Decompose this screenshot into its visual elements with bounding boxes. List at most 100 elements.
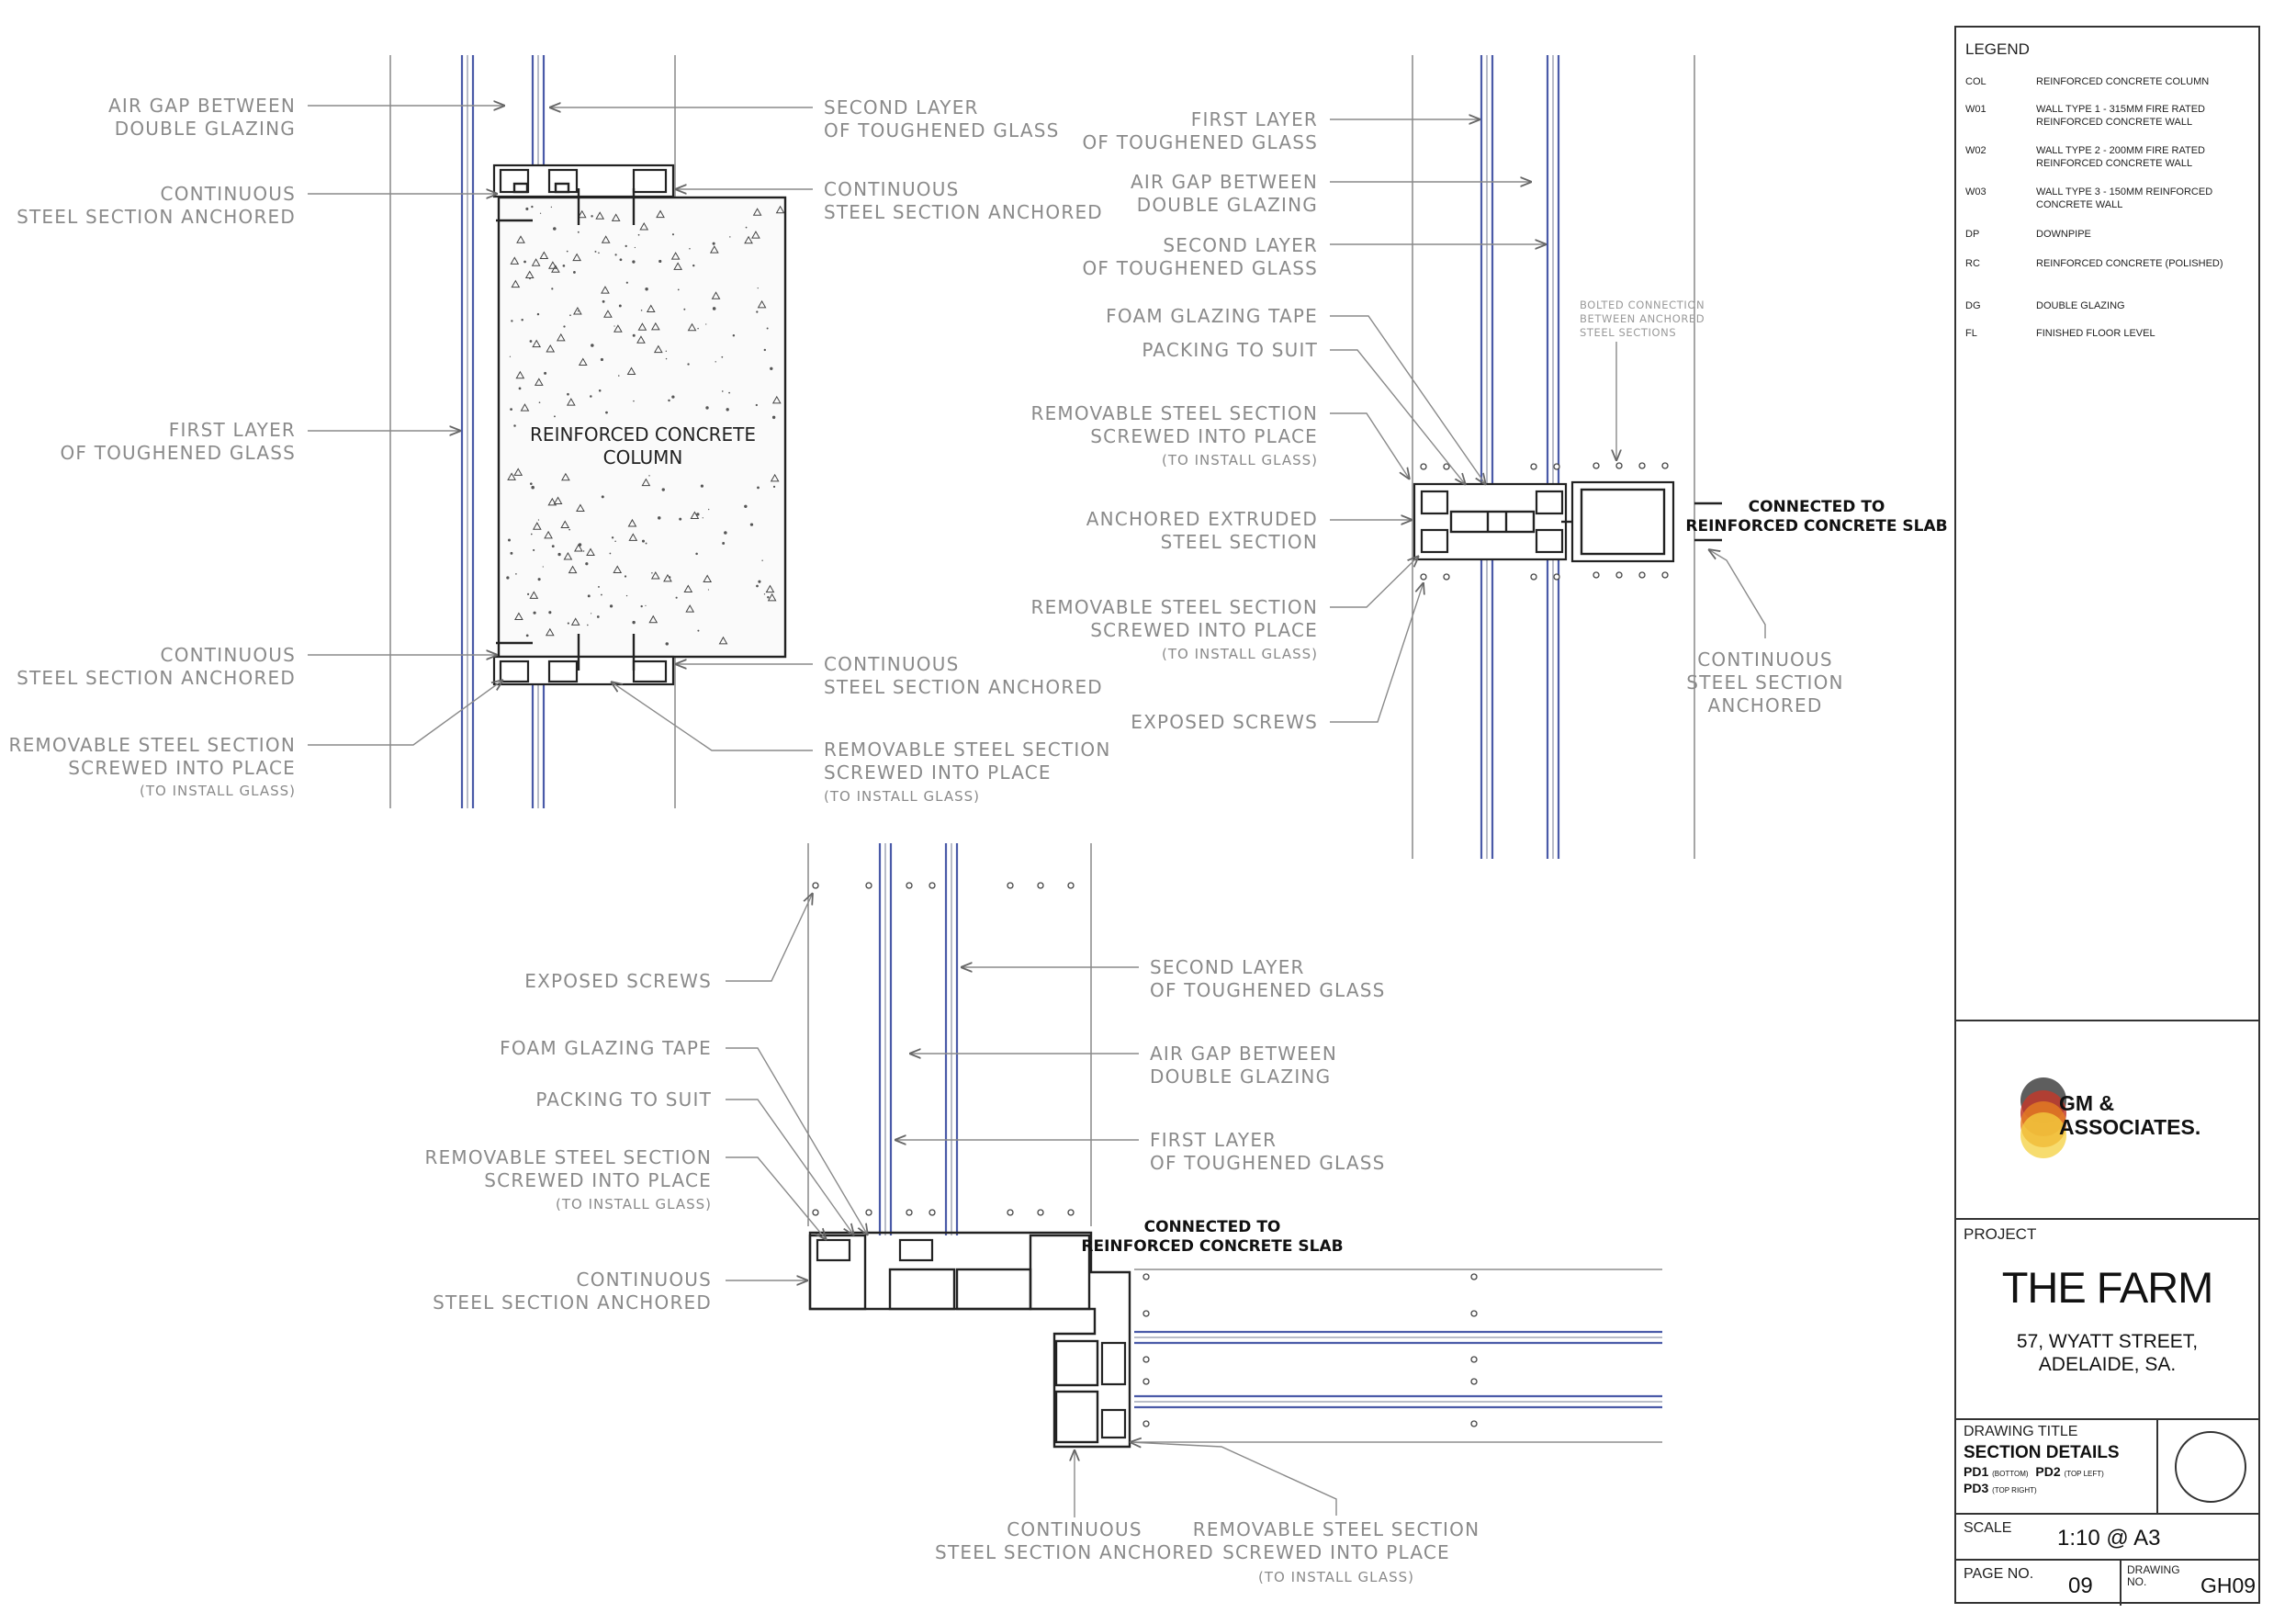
label-connected-2: REINFORCED CONCRETE SLAB [1081, 1237, 1343, 1256]
label-cont-right-top-1: CONTINUOUS [824, 178, 959, 200]
label-removable-bot-3: (TO INSTALL GLASS) [1162, 646, 1318, 662]
label-removable-bot-1: REMOVABLE STEEL SECTION [1193, 1518, 1480, 1540]
drawing-pd-line-1: PD1 (BOTTOM) PD2 (TOP LEFT) [1964, 1464, 2104, 1479]
label-anchored-1: ANCHORED EXTRUDED [1086, 508, 1318, 530]
label-removable-top-1: REMOVABLE STEEL SECTION [1030, 402, 1318, 424]
legend-code: DG [1965, 300, 1981, 311]
label-column-2: COLUMN [603, 446, 683, 468]
drawing-no-label-1: DRAWING [2127, 1563, 2180, 1576]
logo-wordmark: GM & ASSOCIATES. [2059, 1091, 2200, 1139]
label-removable-top-2: SCREWED INTO PLACE [1090, 425, 1318, 447]
legend-code: W03 [1965, 186, 1986, 197]
label-foam: FOAM GLAZING TAPE [500, 1037, 712, 1059]
label-removable-top-3: (TO INSTALL GLASS) [1162, 452, 1318, 468]
label-removable-left-1: REMOVABLE STEEL SECTION [8, 734, 296, 756]
label-packing: PACKING TO SUIT [535, 1088, 712, 1111]
label-air-gap-2: DOUBLE GLAZING [1150, 1066, 1331, 1088]
pd3-code: PD3 [1964, 1481, 1989, 1495]
page-no-label: PAGE NO. [1964, 1566, 2034, 1582]
label-removable-left-1: REMOVABLE STEEL SECTION [424, 1146, 712, 1168]
label-connected-1: CONNECTED TO [1144, 1218, 1281, 1236]
pd2-code: PD2 [2035, 1464, 2061, 1479]
label-air-gap-1: AIR GAP BETWEEN [108, 95, 296, 117]
label-removable-bot-1: REMOVABLE STEEL SECTION [1030, 596, 1318, 618]
legend-description: REINFORCED CONCRETE COLUMN [2036, 76, 2210, 87]
label-removable-bot-3: (TO INSTALL GLASS) [1258, 1569, 1414, 1585]
mullion-steel-section [1412, 480, 1675, 563]
label-continuous-1: CONTINUOUS [1697, 648, 1832, 671]
glazing-lines [1480, 55, 1560, 859]
label-first-layer-1: FIRST LAYER [1150, 1129, 1277, 1151]
legend-description: WALL TYPE 2 - 200MM FIRE RATED REINFORCE… [2036, 145, 2205, 169]
label-removable-left-3: (TO INSTALL GLASS) [556, 1196, 712, 1212]
label-cont-left-bot-1: CONTINUOUS [161, 644, 296, 666]
logo-line-2: ASSOCIATES. [2059, 1115, 2201, 1139]
project-section: PROJECT THE FARM 57, WYATT STREET, ADELA… [1956, 1218, 2258, 1418]
exposed-screws [812, 882, 1478, 1427]
logo-line-1: GM & [2059, 1091, 2115, 1115]
project-label: PROJECT [1964, 1225, 2037, 1243]
legend-description: DOWNPIPE [2036, 229, 2091, 240]
label-foam: FOAM GLAZING TAPE [1106, 305, 1318, 327]
address-line-2: ADELAIDE, SA. [2038, 1354, 2177, 1375]
label-cont-left-top-1: CONTINUOUS [161, 183, 296, 205]
label-second-layer-1: SECOND LAYER [1163, 234, 1318, 256]
gm-associates-logo-icon [2020, 1077, 2066, 1158]
label-exposed: EXPOSED SCREWS [524, 970, 712, 992]
label-connected-2: REINFORCED CONCRETE SLAB [1685, 517, 1947, 536]
label-second-layer-2: OF TOUGHENED GLASS [824, 119, 1060, 141]
detail-pd3-top-right: FIRST LAYER OF TOUGHENED GLASS AIR GAP BE… [1030, 55, 1948, 859]
label-exposed: EXPOSED SCREWS [1131, 711, 1318, 733]
label-cont-left-top-2: STEEL SECTION ANCHORED [17, 206, 296, 228]
legend-code: RC [1965, 258, 1980, 269]
label-continuous-bot-2: STEEL SECTION ANCHORED [935, 1541, 1214, 1563]
pd3-note: (TOP RIGHT) [1992, 1486, 2037, 1494]
label-bolted-1: BOLTED CONNECTION [1580, 299, 1705, 311]
label-first-layer-1: FIRST LAYER [169, 419, 296, 441]
north-circle-icon [2175, 1431, 2246, 1503]
pd2-note: (TOP LEFT) [2064, 1470, 2104, 1478]
label-bolted-2: BETWEEN ANCHORED [1580, 312, 1705, 325]
label-second-layer-1: SECOND LAYER [1150, 956, 1305, 978]
page-no-value: 09 [2068, 1573, 2093, 1598]
drawing-no-value: GH09 [2200, 1573, 2257, 1597]
pd1-code: PD1 [1964, 1464, 1989, 1479]
legend-item-col: COL REINFORCED CONCRETE COLUMN [1965, 75, 2250, 112]
label-cont-right-bot-1: CONTINUOUS [824, 653, 959, 675]
legend-title: LEGEND [1965, 40, 2030, 58]
label-anchored-2: STEEL SECTION [1161, 531, 1318, 553]
label-removable-left-3: (TO INSTALL GLASS) [140, 783, 296, 799]
label-connected-1: CONNECTED TO [1749, 498, 1885, 516]
label-second-layer-2: OF TOUGHENED GLASS [1082, 257, 1318, 279]
label-first-layer-2: OF TOUGHENED GLASS [60, 442, 296, 464]
label-removable-bot-2: SCREWED INTO PLACE [1222, 1541, 1450, 1563]
legend-code: COL [1965, 76, 1986, 87]
label-air-gap-2: DOUBLE GLAZING [1137, 194, 1318, 216]
label-first-layer-1: FIRST LAYER [1191, 108, 1318, 130]
page-no-cell: PAGE NO. 09 [1956, 1561, 2122, 1606]
glazing-lines [460, 55, 546, 808]
label-removable-right-1: REMOVABLE STEEL SECTION [824, 739, 1111, 761]
label-cont-right-bot-2: STEEL SECTION ANCHORED [824, 676, 1103, 698]
